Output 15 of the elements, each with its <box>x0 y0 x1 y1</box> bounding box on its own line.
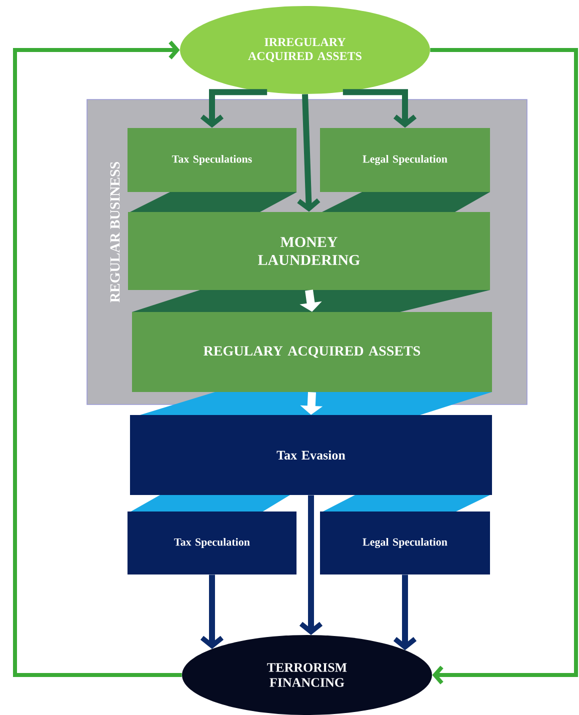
arrow <box>299 495 323 635</box>
arrow <box>430 48 578 684</box>
arrow <box>393 574 417 650</box>
process-box: Tax Evasion <box>130 392 492 495</box>
process-box: Legal Speculation <box>320 128 490 192</box>
arrow <box>297 94 320 212</box>
process-box: Tax Speculations <box>128 128 296 192</box>
arrow <box>200 574 224 649</box>
arrow <box>13 40 182 677</box>
ellipse-node: TERRORISM FINANCING <box>182 635 432 715</box>
process-box: Legal Speculation <box>320 495 490 574</box>
process-box: Tax Speculation <box>128 495 296 574</box>
ellipse-node: IRREGULARY ACQUIRED ASSETS <box>180 6 430 94</box>
process-box: REGULARY ACQUIRED ASSETS <box>132 290 492 392</box>
process-box: MONEY LAUNDERING <box>128 192 490 290</box>
